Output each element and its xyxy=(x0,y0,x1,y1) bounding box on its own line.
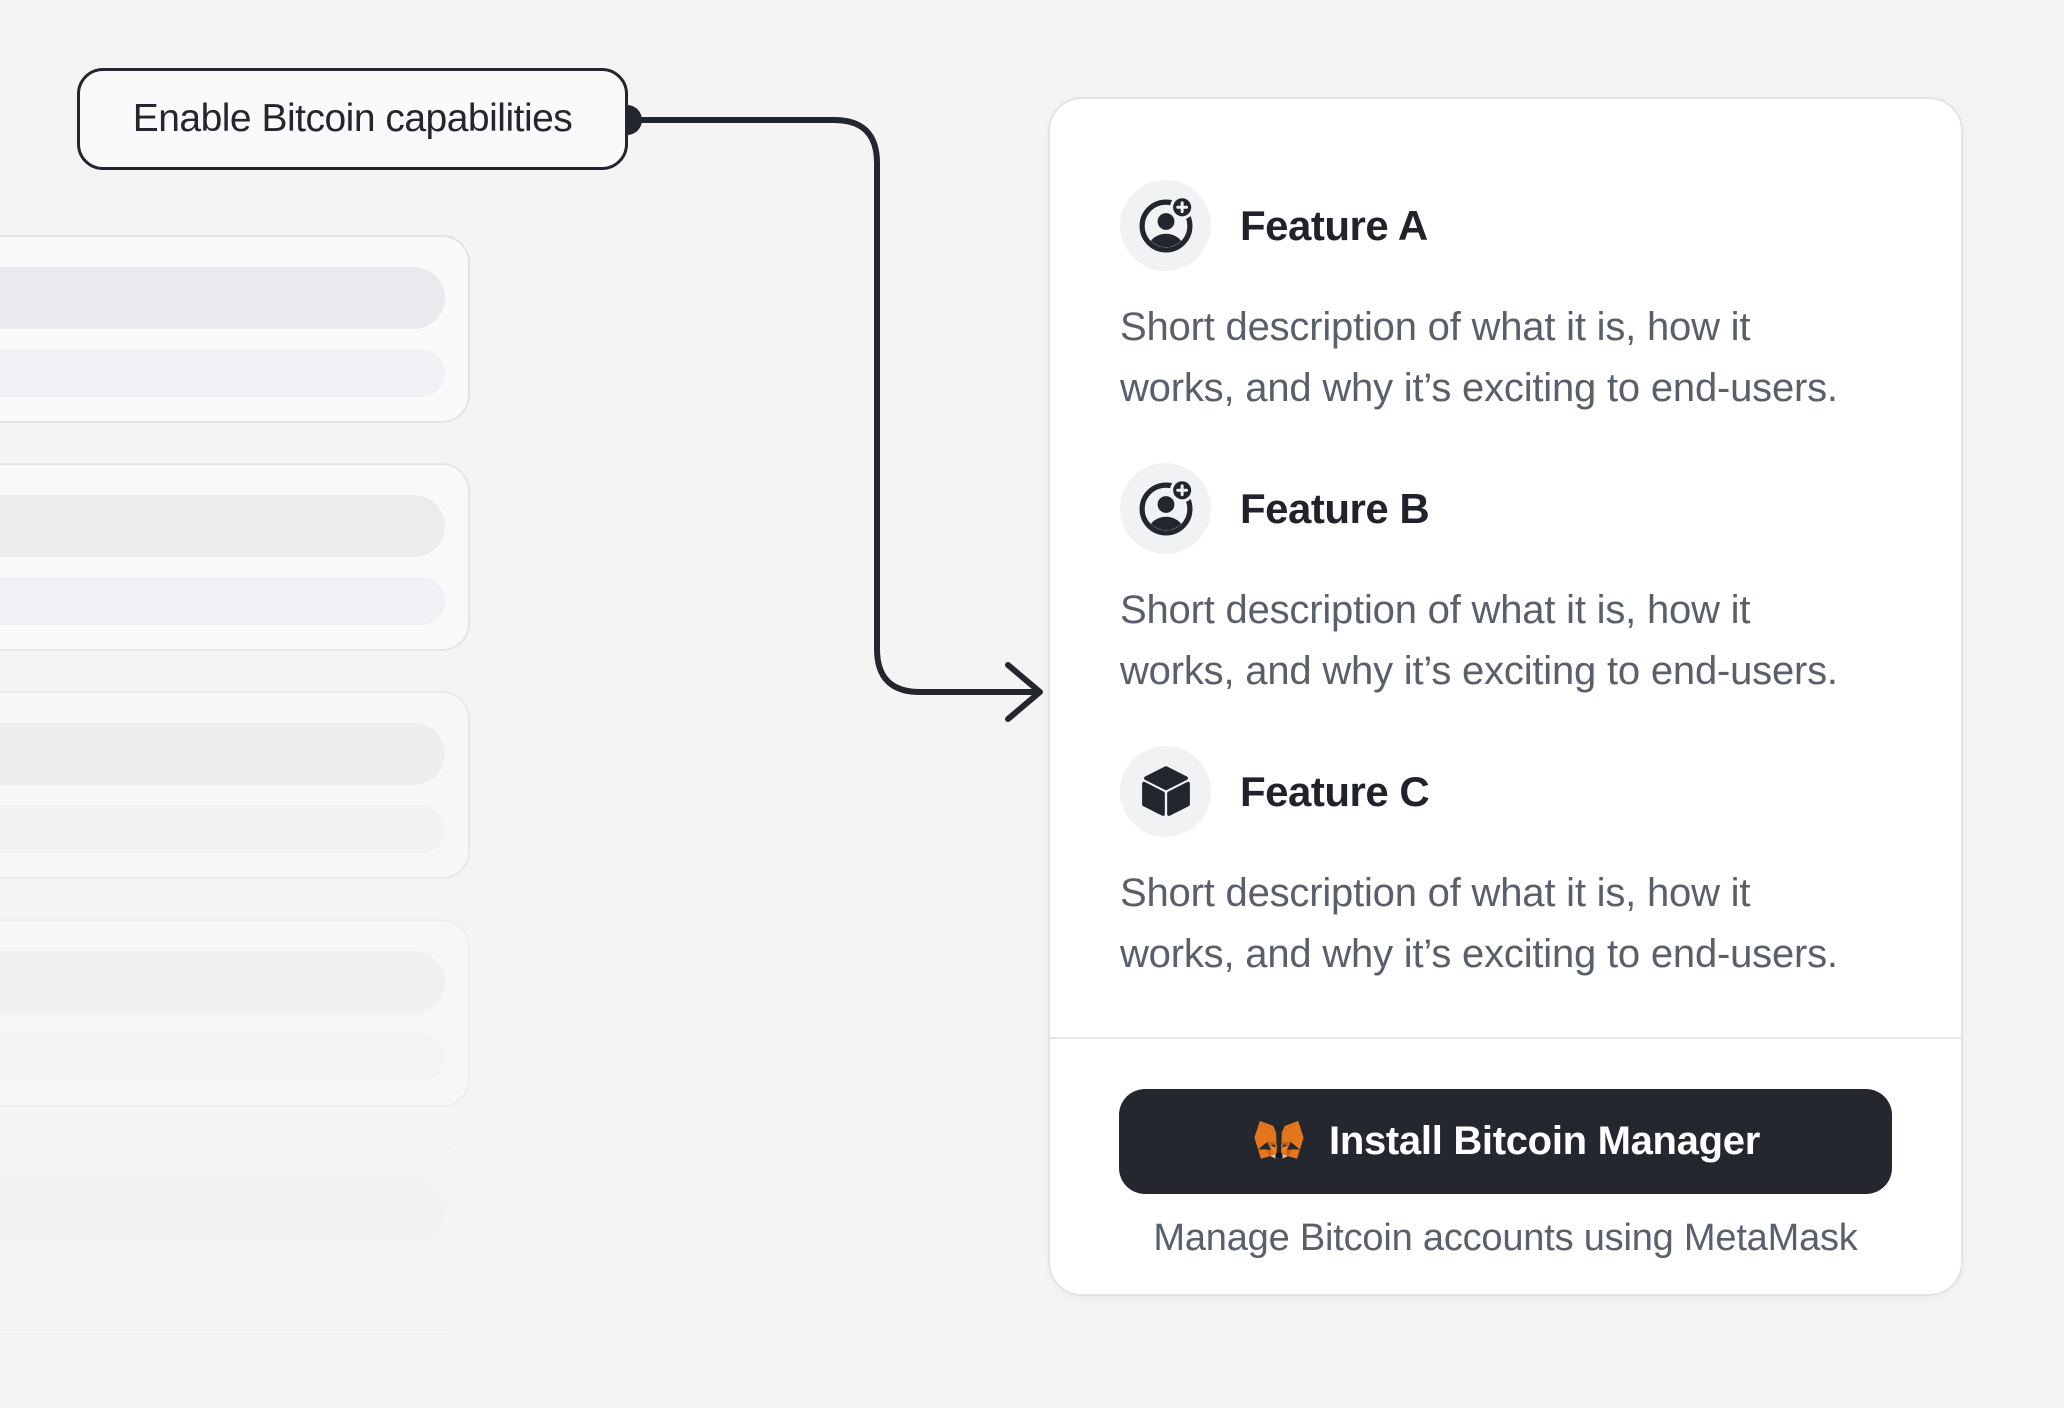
skeleton-card xyxy=(0,691,470,879)
user-add-icon xyxy=(1120,180,1211,271)
skeleton-bar xyxy=(0,1033,445,1081)
feature-description-line: works, and why it’s exciting to end-user… xyxy=(1120,366,1838,410)
skeleton-panel xyxy=(0,235,470,1375)
feature-description-line: works, and why it’s exciting to end-user… xyxy=(1120,932,1838,976)
skeleton-card xyxy=(0,919,470,1107)
feature-title: Feature A xyxy=(1240,201,1428,249)
annotation-label-text: Enable Bitcoin capabilities xyxy=(132,97,573,140)
feature-description-line: works, and why it’s exciting to end-user… xyxy=(1120,649,1838,693)
skeleton-bar xyxy=(0,805,445,853)
skeleton-bar xyxy=(0,349,445,397)
user-add-icon xyxy=(1120,463,1211,554)
annotation-label: Enable Bitcoin capabilities xyxy=(77,68,628,170)
feature-description-line: Short description of what it is, how it xyxy=(1120,588,1751,632)
feature-title: Feature C xyxy=(1240,767,1430,815)
footer-caption: Manage Bitcoin accounts using MetaMask xyxy=(1153,1217,1858,1259)
skeleton-bar xyxy=(0,1261,445,1309)
feature-item-a: Feature A Short description of what it i… xyxy=(1120,180,1891,419)
feature-description: Short description of what it is, how it … xyxy=(1120,580,1891,702)
divider xyxy=(1050,1037,1961,1039)
metamask-fox-icon xyxy=(1251,1115,1307,1168)
feature-description: Short description of what it is, how it … xyxy=(1120,297,1891,419)
feature-title: Feature B xyxy=(1240,484,1430,532)
feature-description-line: Short description of what it is, how it xyxy=(1120,305,1751,349)
panel-footer: Install Bitcoin Manager Manage Bitcoin a… xyxy=(1050,1039,1961,1294)
skeleton-card xyxy=(0,463,470,651)
install-button-label: Install Bitcoin Manager xyxy=(1329,1119,1760,1163)
skeleton-bar xyxy=(0,577,445,625)
feature-item-c: Feature C Short description of what it i… xyxy=(1120,746,1891,985)
arrowhead-icon xyxy=(1005,662,1043,722)
install-bitcoin-manager-button[interactable]: Install Bitcoin Manager xyxy=(1119,1089,1892,1194)
feature-panel: Feature A Short description of what it i… xyxy=(1048,97,1963,1296)
skeleton-bar xyxy=(0,495,445,557)
cube-icon xyxy=(1120,746,1211,837)
feature-item-b: Feature B Short description of what it i… xyxy=(1120,463,1891,702)
skeleton-card xyxy=(0,1147,470,1335)
skeleton-bar xyxy=(0,267,445,329)
skeleton-bar xyxy=(0,723,445,785)
connector-line xyxy=(639,117,1039,695)
feature-description-line: Short description of what it is, how it xyxy=(1120,871,1751,915)
feature-description: Short description of what it is, how it … xyxy=(1120,863,1891,985)
skeleton-bar xyxy=(0,1179,445,1241)
skeleton-bar xyxy=(0,951,445,1013)
feature-list: Feature A Short description of what it i… xyxy=(1050,99,1961,1037)
skeleton-card xyxy=(0,235,470,423)
